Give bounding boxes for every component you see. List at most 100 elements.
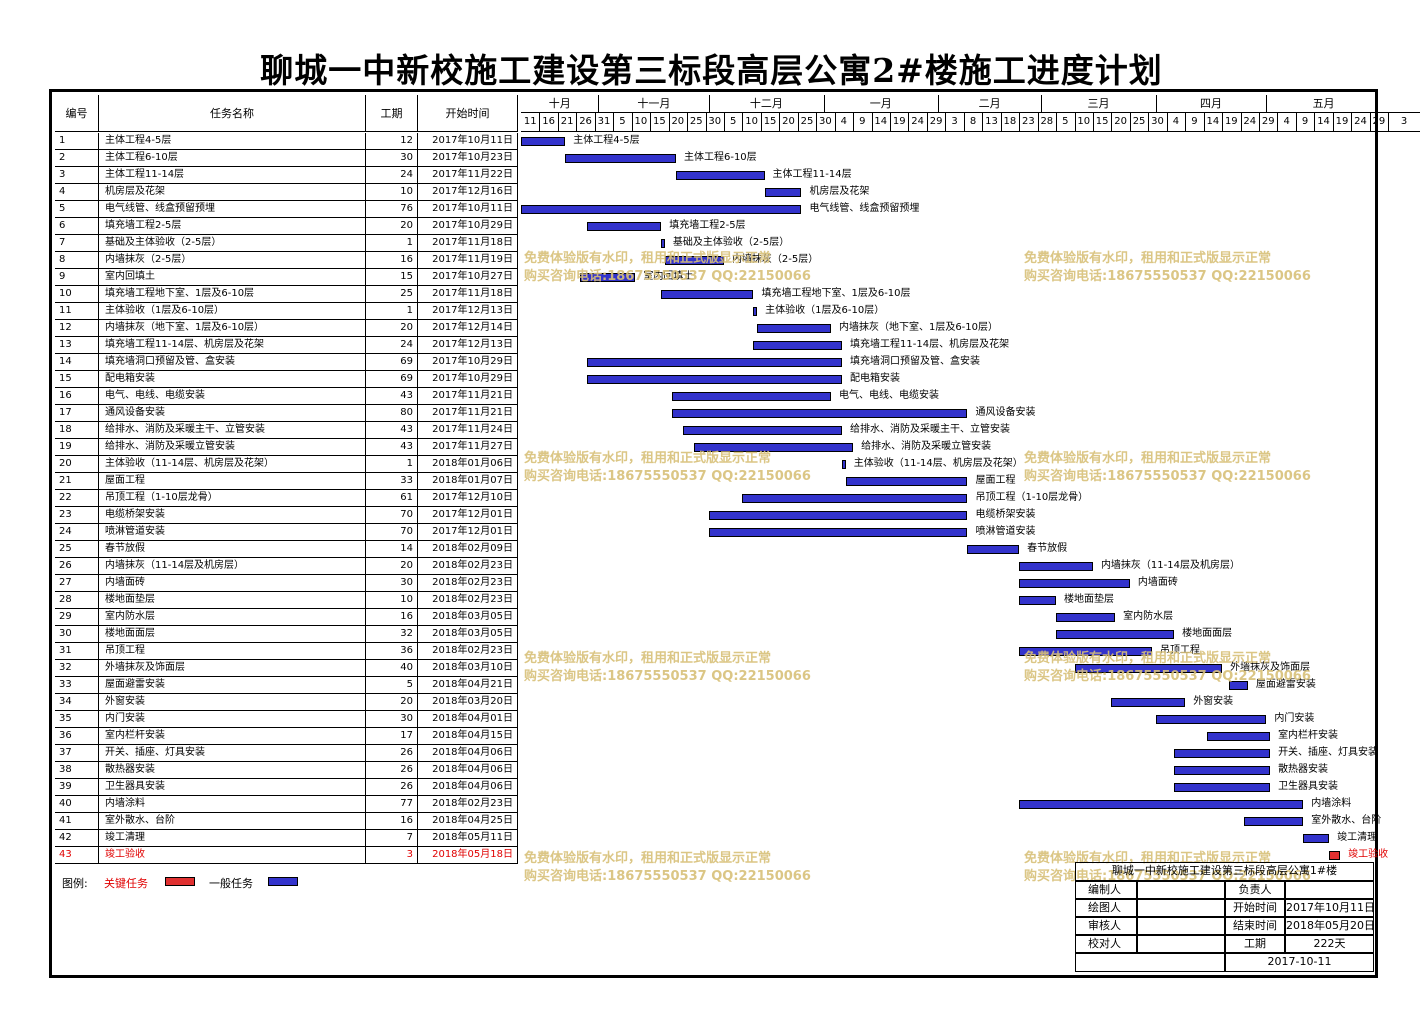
task-start: 2018年02月09日 <box>418 541 518 558</box>
day-tick-divider <box>853 113 855 131</box>
gantt-bar[interactable] <box>1229 681 1248 690</box>
day-tick-label: 8 <box>969 116 977 127</box>
task-no: 5 <box>55 201 99 218</box>
gantt-bar[interactable] <box>1303 834 1330 843</box>
gantt-bar-label: 室内防水层 <box>1123 611 1174 622</box>
gantt-bar-label: 散热器安装 <box>1278 764 1329 775</box>
gantt-bar[interactable] <box>1244 817 1304 826</box>
task-name: 电缆桥架安装 <box>99 507 366 524</box>
gantt-bar[interactable] <box>753 341 843 350</box>
gantt-bar[interactable] <box>753 307 758 316</box>
day-tick-divider <box>1369 113 1371 131</box>
gantt-bar[interactable] <box>675 171 765 180</box>
gantt-bar[interactable] <box>757 324 831 333</box>
gantt-bar[interactable] <box>764 188 802 197</box>
gantt-bar[interactable] <box>842 460 846 469</box>
watermark: 免费体验版有水印，租用和正式版显示正常购买咨询电话:18675550537 QQ… <box>524 650 811 686</box>
watermark: 免费体验版有水印，租用和正式版显示正常购买咨询电话:18675550537 QQ… <box>1024 450 1311 486</box>
task-no: 29 <box>55 609 99 626</box>
task-duration: 43 <box>366 388 418 405</box>
sign-duration-value: 222天 <box>1285 935 1374 953</box>
gantt-bar[interactable] <box>672 409 968 418</box>
gantt-bar[interactable] <box>1019 579 1130 588</box>
gantt-bar[interactable] <box>1207 732 1271 741</box>
gantt-bar[interactable] <box>1174 749 1271 758</box>
gantt-bar[interactable] <box>580 273 636 282</box>
gantt-bar[interactable] <box>1174 783 1271 792</box>
gantt-bar[interactable] <box>664 256 724 265</box>
task-no: 26 <box>55 558 99 575</box>
gantt-bar[interactable] <box>742 494 968 503</box>
sign-compiler-value <box>1137 881 1225 899</box>
task-no: 25 <box>55 541 99 558</box>
task-no: 24 <box>55 524 99 541</box>
gantt-bar[interactable] <box>521 205 802 214</box>
day-tick-label: 18 <box>1003 116 1017 127</box>
gantt-bar[interactable] <box>709 528 968 537</box>
task-no: 23 <box>55 507 99 524</box>
day-tick-label: 19 <box>892 116 906 127</box>
day-tick-divider <box>982 113 984 131</box>
watermark-line: 免费体验版有水印，租用和正式版显示正常 <box>1024 451 1272 466</box>
gantt-bar[interactable] <box>587 375 843 384</box>
gantt-bar[interactable] <box>1056 630 1175 639</box>
task-no: 6 <box>55 218 99 235</box>
month-divider <box>1266 95 1268 112</box>
task-no: 17 <box>55 405 99 422</box>
task-start: 2017年12月16日 <box>418 184 518 201</box>
task-name: 主体验收（1层及6-10层） <box>99 303 366 320</box>
gantt-bar[interactable] <box>587 222 662 231</box>
gantt-bar[interactable] <box>1019 647 1152 656</box>
gantt-bar[interactable] <box>1056 613 1116 622</box>
task-no: 1 <box>55 133 99 150</box>
task-no: 36 <box>55 728 99 745</box>
task-no: 34 <box>55 694 99 711</box>
gantt-bar-label: 电气、电线、电缆安装 <box>838 390 939 401</box>
task-no: 35 <box>55 711 99 728</box>
gantt-bar[interactable] <box>694 443 854 452</box>
gantt-bar[interactable] <box>587 358 843 367</box>
watermark: 免费体验版有水印，租用和正式版显示正常购买咨询电话:18675550537 QQ… <box>1024 250 1311 286</box>
day-tick-divider <box>1240 113 1242 131</box>
gantt-bar-label: 填充墙工程地下室、1层及6-10层 <box>761 288 911 299</box>
gantt-bar[interactable] <box>683 426 843 435</box>
gantt-bar[interactable] <box>1111 698 1186 707</box>
gantt-bar[interactable] <box>661 290 754 299</box>
gantt-bar[interactable] <box>1329 851 1341 860</box>
task-duration: 26 <box>366 779 418 796</box>
gantt-bar[interactable] <box>967 545 1020 554</box>
gantt-bar[interactable] <box>565 154 676 163</box>
gantt-bar[interactable] <box>1074 664 1223 673</box>
gantt-bar-label: 主体工程6-10层 <box>683 152 757 163</box>
task-name: 填充墙洞口预留及管、盒安装 <box>99 354 366 371</box>
day-tick-label: 16 <box>542 116 556 127</box>
task-name: 春节放假 <box>99 541 366 558</box>
day-tick-label: 24 <box>1243 116 1257 127</box>
gantt-bar-label: 填充墙工程11-14层、机房层及花架 <box>850 339 1010 350</box>
task-duration: 16 <box>366 609 418 626</box>
sign-end-label: 结束时间 <box>1225 917 1285 935</box>
gantt-bar[interactable] <box>1019 596 1057 605</box>
gantt-bar[interactable] <box>845 477 968 486</box>
gantt-bar[interactable] <box>521 137 566 146</box>
task-start: 2017年11月21日 <box>418 405 518 422</box>
day-tick-label: 20 <box>671 116 685 127</box>
gantt-bar[interactable] <box>709 511 968 520</box>
gantt-bar[interactable] <box>661 239 665 248</box>
day-tick-label: 5 <box>1062 116 1069 127</box>
task-name: 基础及主体验收（2-5层） <box>99 235 366 252</box>
task-duration: 7 <box>366 830 418 847</box>
gantt-bar[interactable] <box>1019 562 1093 571</box>
month-label: 十二月 <box>749 97 783 110</box>
gantt-bar-label: 主体工程11-14层 <box>772 169 852 180</box>
month-label: 一月 <box>869 97 892 110</box>
day-tick-label: 5 <box>619 116 626 127</box>
gantt-bar-label: 给排水、消防及采暖立管安装 <box>861 441 992 452</box>
gantt-bar[interactable] <box>1155 715 1267 724</box>
gantt-bar-label: 春节放假 <box>1027 543 1068 554</box>
task-start: 2018年01月07日 <box>418 473 518 490</box>
gantt-bar[interactable] <box>1174 766 1271 775</box>
gantt-bar[interactable] <box>1019 800 1304 809</box>
task-duration: 3 <box>366 847 418 864</box>
gantt-bar[interactable] <box>672 392 831 401</box>
